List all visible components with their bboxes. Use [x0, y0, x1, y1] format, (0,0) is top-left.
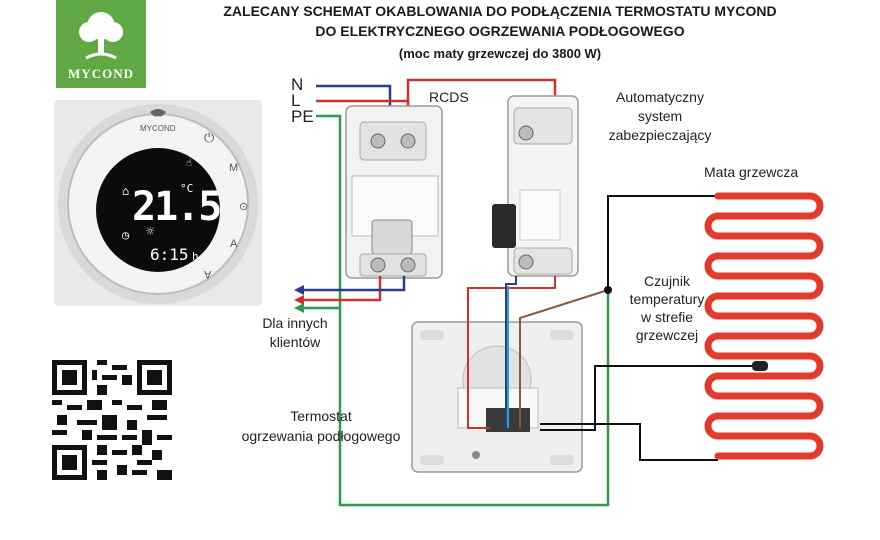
title-line-3: (moc maty grzewczej do 3800 W) — [398, 46, 602, 61]
heating-mat — [704, 192, 824, 460]
rcds-label: RCDS — [429, 89, 469, 105]
sensor-label: Czujnik temperatury w strefie grzewczej — [612, 272, 722, 344]
breaker-label: Automatyczny system zabezpieczający — [590, 88, 730, 145]
qr-code[interactable] — [52, 360, 172, 480]
home-icon: ⌂ — [122, 184, 130, 198]
arrow-icon — [294, 303, 304, 313]
temperature-unit: °C — [180, 182, 194, 195]
sensor-label-line: Czujnik — [644, 273, 690, 289]
thermostat-device: MYCOND 21.5 °C 6:15 h ⌂ ◷ ☼ ☝ ⏻ M ⊙ A A — [54, 100, 262, 306]
brand-logo: MYCOND — [56, 0, 146, 88]
power-button[interactable]: ⏻ — [204, 130, 215, 145]
clients-label-line: klientów — [269, 334, 321, 350]
up-button[interactable]: A — [230, 238, 238, 250]
temperature-readout: 21.5 — [132, 184, 222, 230]
thermostat-body — [58, 104, 258, 304]
sensor-label-line: grzewczej — [635, 327, 699, 343]
wire-n-label: N — [291, 75, 304, 94]
thermostat-label-line: ogrzewania podłogowego — [241, 428, 401, 444]
device-brand: MYCOND — [140, 124, 176, 133]
rcds-device — [345, 105, 443, 279]
thermostat-label-line: Termostat — [290, 408, 352, 424]
wire-sensor — [540, 365, 760, 431]
title-line-1: ZALECANY SCHEMAT OKABLOWANIA DO PODŁĄCZE… — [223, 3, 777, 19]
title-line-2: DO ELEKTRYCZNEGO OGRZEWANIA PODŁOGOWEGO — [315, 23, 685, 39]
clients-label-line: Dla innych — [262, 315, 328, 331]
wire-n — [316, 84, 392, 112]
sensor-probe — [752, 361, 768, 371]
wire-mat — [607, 195, 718, 290]
wire-pe-label: PE — [291, 107, 314, 126]
clients-label: Dla innych klientów — [240, 314, 350, 352]
time-readout: 6:15 — [150, 245, 189, 264]
hand-icon: ☝ — [186, 158, 193, 169]
wire-pe — [316, 114, 610, 507]
sun-icon: ☼ — [146, 224, 155, 240]
time-suffix: h — [192, 250, 199, 263]
qr-pattern — [52, 360, 172, 480]
breaker-device — [492, 95, 579, 277]
thermostat-backplate — [411, 321, 583, 473]
clock-button[interactable]: ⊙ — [239, 201, 249, 213]
mat-label: Mata grzewcza — [704, 164, 799, 180]
clock-icon: ◷ — [122, 228, 130, 242]
wire-rcds-breaker — [406, 78, 557, 112]
mode-button[interactable]: M — [229, 162, 239, 174]
sensor-label-line: temperatury — [629, 291, 705, 307]
breaker-label-line: system — [637, 108, 683, 124]
sensor-label-line: w strefie — [640, 309, 694, 325]
thermostat-label: Termostat ogrzewania podłogowego — [216, 406, 426, 446]
arrow-icon — [294, 285, 304, 295]
brand-name: MYCOND — [68, 66, 134, 81]
breaker-label-line: zabezpieczający — [608, 127, 712, 143]
breaker-label-line: Automatyczny — [616, 89, 704, 105]
tree-icon — [79, 12, 123, 60]
wire-l-label: L — [291, 91, 301, 110]
arrow-icon — [294, 295, 304, 305]
